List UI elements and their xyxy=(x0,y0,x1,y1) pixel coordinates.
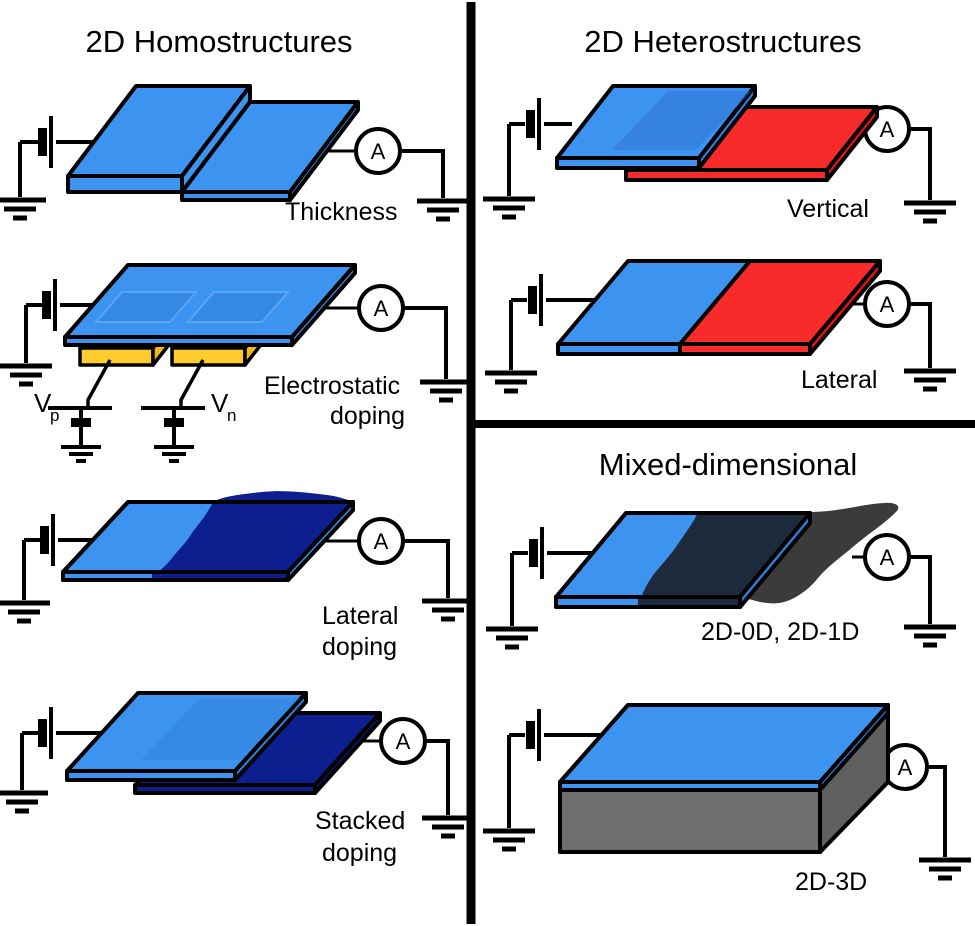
panel-lateral-doping: A L xyxy=(0,491,474,661)
panel-2d-3d: A 2D-3D xyxy=(483,703,971,896)
gate-label-vp: V xyxy=(34,388,52,418)
flake-thin xyxy=(180,100,360,202)
panel-lateral: A Lateral xyxy=(485,259,956,394)
circuit-electrostatic: A xyxy=(0,277,472,400)
gate-label-vp-sub: p xyxy=(50,406,59,425)
panel-2d-0d-1d: A 2D-0D, 2D-1D xyxy=(486,502,956,647)
title-heterostructures: 2D Heterostructures xyxy=(584,24,861,59)
overlap-shadow xyxy=(612,91,752,150)
caption-lateral-doping-line2: doping xyxy=(322,633,397,661)
caption-electrostatic-line2: doping xyxy=(330,402,405,430)
title-mixed-dimensional: Mixed-dimensional xyxy=(599,447,857,482)
caption-electrostatic-line1: Electrostatic xyxy=(264,372,400,400)
gate-shadow-n xyxy=(185,291,291,323)
gate-label-vn: V xyxy=(211,388,229,418)
ammeter-label: A xyxy=(880,545,895,570)
ammeter-label: A xyxy=(371,139,386,164)
flake-blue-with-ld xyxy=(554,511,812,609)
circuit-2d-3d: A xyxy=(483,707,971,878)
flake-lateral-doped xyxy=(61,491,355,582)
circuit-lateral: A xyxy=(485,272,956,391)
circuit-stacked-doping: A xyxy=(0,705,474,836)
flake-light-top xyxy=(65,691,308,782)
caption-2d-0d-1d: 2D-0D, 2D-1D xyxy=(701,618,859,646)
circuit-lateral-doping: A xyxy=(0,512,474,621)
ammeter-label: A xyxy=(880,117,895,142)
flake-2d-sheet xyxy=(63,263,357,347)
flake-blue-top xyxy=(555,84,757,170)
flake-lateral-junction xyxy=(556,259,882,356)
caption-lateral: Lateral xyxy=(801,366,877,394)
caption-lateral-doping-line1: Lateral xyxy=(322,602,398,630)
caption-thickness: Thickness xyxy=(285,198,398,226)
flake-2d-on-bulk xyxy=(558,703,890,854)
flake-thick xyxy=(66,84,252,194)
caption-2d-3d: 2D-3D xyxy=(795,868,867,896)
panel-stacked-doping: A Stacked doping xyxy=(0,691,474,867)
ammeter-label: A xyxy=(898,755,913,780)
ammeter-label: A xyxy=(374,529,389,554)
caption-stacked-line1: Stacked xyxy=(315,807,405,835)
doped-overhang xyxy=(213,491,353,502)
overlap-shadow xyxy=(141,698,300,760)
caption-vertical: Vertical xyxy=(787,195,869,223)
caption-stacked-line2: doping xyxy=(322,839,397,867)
circuit-mixed-low-dim: A xyxy=(486,525,956,647)
ammeter-label: A xyxy=(374,296,389,321)
circuit-thickness: A xyxy=(0,114,469,219)
gate-circuit-n: V n xyxy=(141,359,236,463)
ammeter-label: A xyxy=(396,729,411,754)
gate-label-vn-sub: n xyxy=(227,406,236,425)
gate-circuit-p: V p xyxy=(34,359,112,463)
gate-shadow-p xyxy=(93,291,199,323)
panel-electrostatic-doping: A xyxy=(0,263,472,463)
ammeter-label: A xyxy=(880,292,895,317)
panel-vertical: A Vertical xyxy=(483,84,956,223)
panel-thickness: A Thickness xyxy=(0,84,469,226)
title-homostructures: 2D Homostructures xyxy=(85,24,352,59)
